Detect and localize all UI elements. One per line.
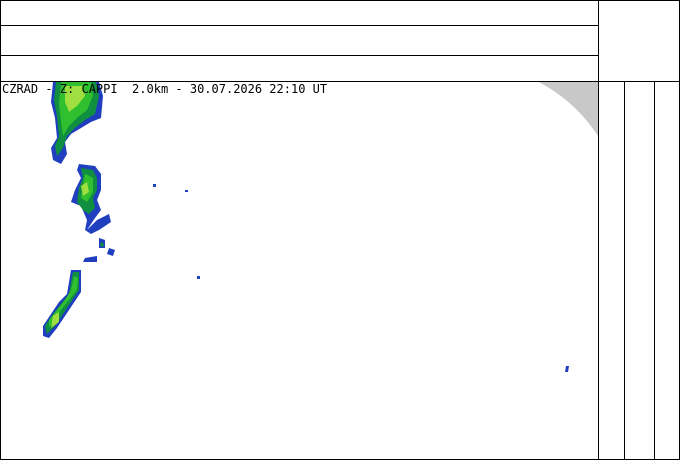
map-right-border: [598, 0, 599, 460]
header-divider-3: [0, 81, 680, 82]
legend-divider-2: [654, 81, 655, 460]
header-divider-2: [0, 55, 599, 56]
echo-fragment-8: [565, 366, 569, 372]
legend-column-1: [599, 82, 624, 459]
side-info-panel: [599, 1, 679, 81]
legend-column-3: [655, 82, 679, 459]
echo-fragment-6: [185, 190, 188, 192]
echo-fragment-2: [100, 242, 104, 247]
echo-south-core: [51, 312, 59, 328]
echo-north-core: [65, 86, 85, 112]
echo-fragment-5: [153, 184, 156, 187]
header-divider-1: [0, 25, 599, 26]
radar-map[interactable]: CZRAD - Z: CAPPI 2.0km - 30.07.2026 22:1…: [1, 82, 598, 459]
echo-middle-core: [81, 182, 89, 196]
echo-fragment-4: [83, 256, 97, 262]
echo-fragment-3: [107, 248, 115, 256]
legend-column-2: [625, 82, 654, 459]
legend-divider-1: [624, 81, 625, 460]
radar-echo-layer: [43, 82, 598, 372]
echo-fragment-7: [197, 276, 200, 279]
out-of-range-area: [539, 82, 598, 136]
